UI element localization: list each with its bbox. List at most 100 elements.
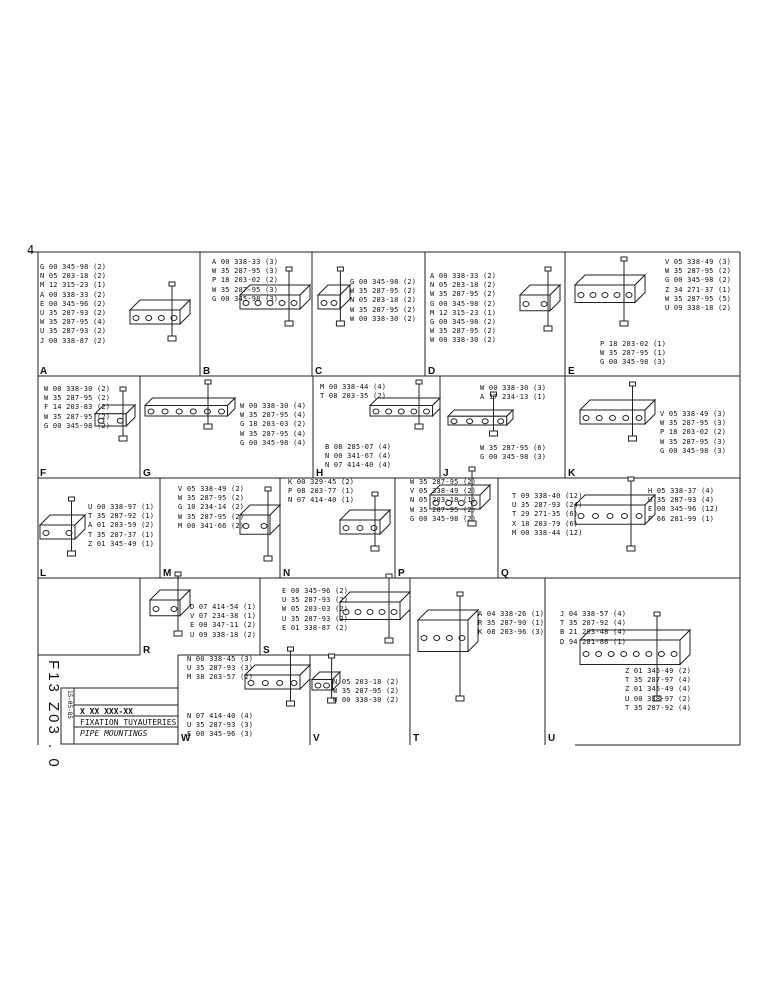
panel-letter-h: H [316, 468, 324, 479]
part-callout: G 00 345-98 (4) [240, 438, 307, 447]
part-callout: W 35 287-95 (2) [333, 687, 400, 696]
page-mark: 4 [27, 243, 35, 257]
panel-letter-m: M [163, 568, 172, 579]
part-callout: W 35 287-95 (2) [350, 305, 417, 314]
part-callout: G 00 345-98 (2) [44, 421, 111, 430]
part-callout: N 05 203-18 (2) [350, 296, 417, 305]
part-callout: W 00 338-30 (2) [350, 314, 417, 323]
panel-letter-j: J [443, 468, 449, 479]
part-sketch [416, 591, 480, 702]
part-callout: W 35 287-95 (6) [480, 444, 547, 452]
part-callout: K 00 329-45 (2) [288, 478, 355, 486]
panel-letter-b: B [203, 366, 211, 377]
part-callout: Z 01 345-49 (2) [625, 667, 692, 675]
panel-letter-q: Q [501, 568, 509, 579]
part-callout: W 35 287-95 (3) [660, 437, 727, 446]
part-callout: D 94 281-86 (1) [560, 637, 627, 646]
part-callout: V 05 338-49 (3) [660, 410, 727, 418]
part-callout: T 35 287-92 (1) [88, 512, 155, 521]
part-callout: W 35 287-95 (2) [178, 494, 245, 503]
panel-letter-w: W [181, 733, 191, 744]
part-callout: N 00 338-45 (3) [187, 655, 254, 663]
part-sketch [578, 611, 692, 702]
drawing-number: F13 Z03 . 0 [45, 660, 62, 770]
part-callout: F 14 203-83 (2) [44, 403, 111, 412]
part-callout: G 00 345-98 (2) [665, 276, 732, 285]
part-callout: N 07 414-40 (1) [288, 496, 355, 505]
panel-letter-p: P [398, 568, 405, 579]
part-callout: U 35 287-93 (2) [282, 596, 349, 605]
part-callout: A 00 338-33 (3) [212, 258, 279, 266]
part-callout: T 35 287-92 (4) [560, 619, 627, 628]
part-callout: W 00 338-30 (4) [240, 402, 307, 410]
part-callout: M 00 338-44 (4) [320, 383, 387, 391]
part-callout: U 35 287-93 (2) [282, 614, 349, 623]
part-callout: U 35 287-93 (3) [187, 721, 254, 730]
panel-letter-c: C [315, 366, 323, 377]
panel-letter-f: F [40, 468, 47, 479]
part-callout: G 00 345-98 (2) [430, 318, 497, 326]
part-sketch [368, 379, 442, 430]
part-callout: W 35 287-95 (3) [212, 267, 279, 276]
part-sketch [573, 476, 657, 552]
part-callout: E 01 338-87 (2) [282, 623, 349, 632]
part-callout: M 12 315-23 (1) [430, 308, 497, 317]
part-sketch [316, 266, 352, 327]
part-callout: N 05 203-18 (2) [333, 678, 400, 686]
part-callout: G 00 345-98 (2) [350, 278, 417, 286]
part-callout: W 35 287-95 (2) [44, 394, 111, 403]
part-callout: W 35 287-95 (2) [410, 478, 477, 486]
part-callout: W 35 287-95 (1) [600, 349, 667, 358]
part-callout: G 00 345-98 (2) [40, 263, 107, 271]
part-callout: W 00 338-30 (2) [44, 385, 111, 393]
part-callout: P 18 203-02 (1) [600, 340, 667, 348]
part-callout: P 66 281-99 (1) [648, 514, 715, 523]
part-callout: G 00 345-98 (3) [212, 294, 279, 303]
part-sketch [148, 571, 192, 637]
panel-letter-l: L [40, 568, 47, 579]
part-callout: E 00 345-96 (2) [282, 587, 349, 595]
part-callout: B 21 203-48 (4) [560, 628, 627, 637]
part-callout: U 35 287-93 (2) [40, 327, 107, 336]
part-sketch [238, 486, 282, 562]
part-callout: W 35 287-95 (3) [660, 419, 727, 428]
part-callout: Z 01 345-49 (1) [88, 539, 155, 548]
panel-letter-k: K [568, 468, 576, 479]
part-callout: Z 34 271-37 (1) [665, 285, 732, 294]
part-callout: J 00 338-87 (2) [40, 336, 107, 345]
panel-letter-r: R [143, 645, 151, 656]
code: X XX XXX-XX [80, 707, 133, 716]
part-callout: T 35 287-97 (4) [625, 676, 692, 685]
part-callout: W 35 287-95 (3) [212, 285, 279, 294]
part-callout: W 35 287-95 (2) [178, 512, 245, 521]
part-callout: W 35 287-95 (2) [44, 412, 111, 421]
part-callout: U 00 338-97 (2) [625, 694, 692, 703]
part-callout: P 08 203-77 (1) [288, 487, 355, 496]
part-callout: N 05 203-18 (2) [40, 272, 107, 281]
part-callout: D 07 414-54 (1) [190, 603, 257, 611]
part-callout: M 00 338-44 (12) [512, 528, 583, 537]
panel-letter-v: V [313, 733, 320, 744]
part-callout: W 35 287-95 (2) [410, 505, 477, 514]
part-callout: W 35 287-95 (5) [665, 294, 732, 303]
part-callout: M 12 315-23 (1) [40, 281, 107, 290]
panel-letter-a: A [40, 366, 48, 377]
part-callout: T 09 338-40 (12) [512, 492, 583, 500]
part-callout: U 35 287-93 (3) [187, 664, 254, 673]
part-callout: G 00 345-98 (2) [430, 299, 497, 308]
part-callout: U 00 338-97 (1) [88, 503, 155, 511]
part-callout: N 00 341-67 (4) [325, 452, 392, 461]
part-callout: W 35 287-95 (2) [430, 327, 497, 336]
part-callout: N 05 203-18 (2) [430, 281, 497, 290]
part-callout: M 38 203-57 (2) [187, 673, 254, 682]
part-callout: A 01 203-59 (2) [88, 521, 155, 530]
part-callout: V 05 338-49 (3) [665, 258, 732, 266]
part-callout: G 10 234-14 (2) [178, 503, 245, 512]
part-callout: T 08 203-35 (2) [320, 392, 387, 401]
panel-letter-t: T [413, 733, 420, 744]
panel-letter-d: D [428, 366, 436, 377]
part-callout: G 00 345-98 (3) [480, 453, 547, 462]
part-sketch [338, 491, 392, 552]
part-callout: T 35 287-37 (1) [88, 530, 155, 539]
